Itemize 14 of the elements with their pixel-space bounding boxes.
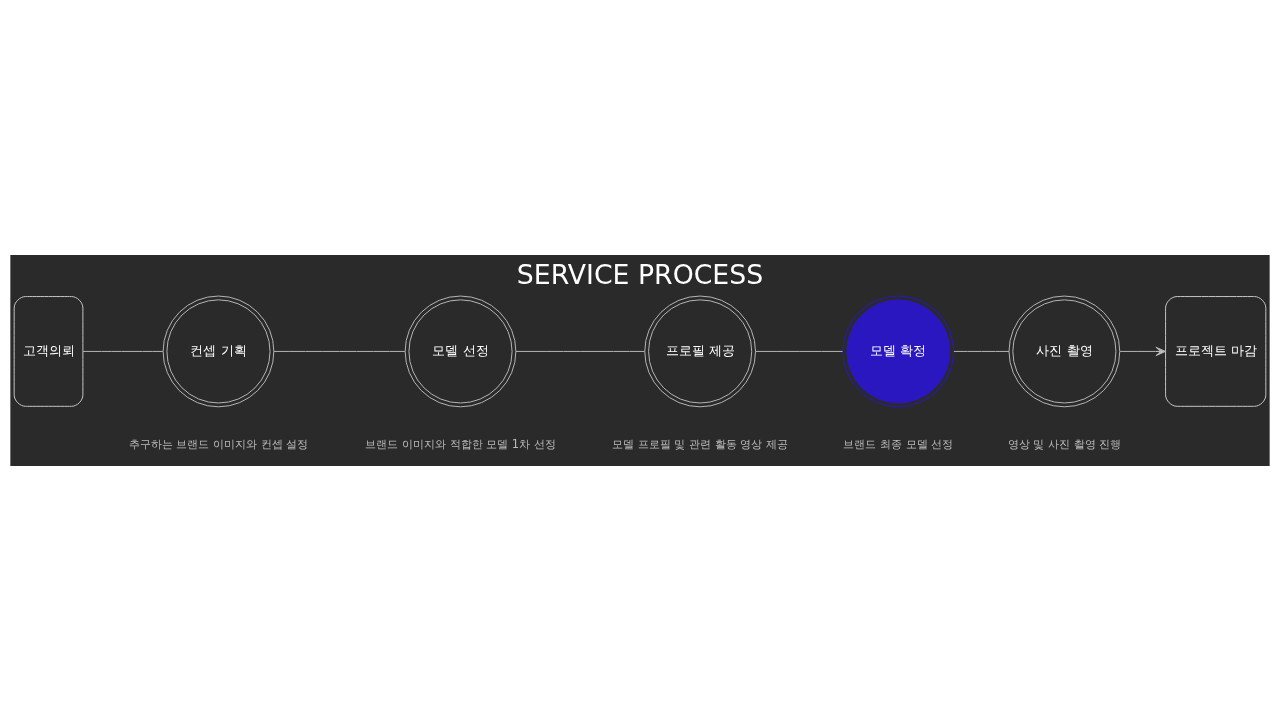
node-label: 브랜드 이미지와 적합한 모델 1차 선정 <box>365 436 556 451</box>
connector <box>273 350 406 352</box>
node-box: 고객의뢰 <box>13 295 84 407</box>
connector <box>515 350 645 352</box>
connector <box>953 350 1010 352</box>
connector <box>755 350 844 352</box>
node-label: 브랜드 최종 모델 선정 <box>843 436 954 451</box>
arrow <box>1119 346 1166 356</box>
diagram-title: SERVICE PROCESS <box>516 258 764 290</box>
node-label: 추구하는 브랜드 이미지와 컨셉 설정 <box>128 436 309 451</box>
connector <box>82 350 164 352</box>
node-label: 모델 프로필 및 관련 활동 영상 제공 <box>612 436 789 451</box>
node-box: 프로젝트 마감 <box>1165 295 1267 407</box>
node-label: 영상 및 사진 촬영 진행 <box>1007 436 1122 451</box>
